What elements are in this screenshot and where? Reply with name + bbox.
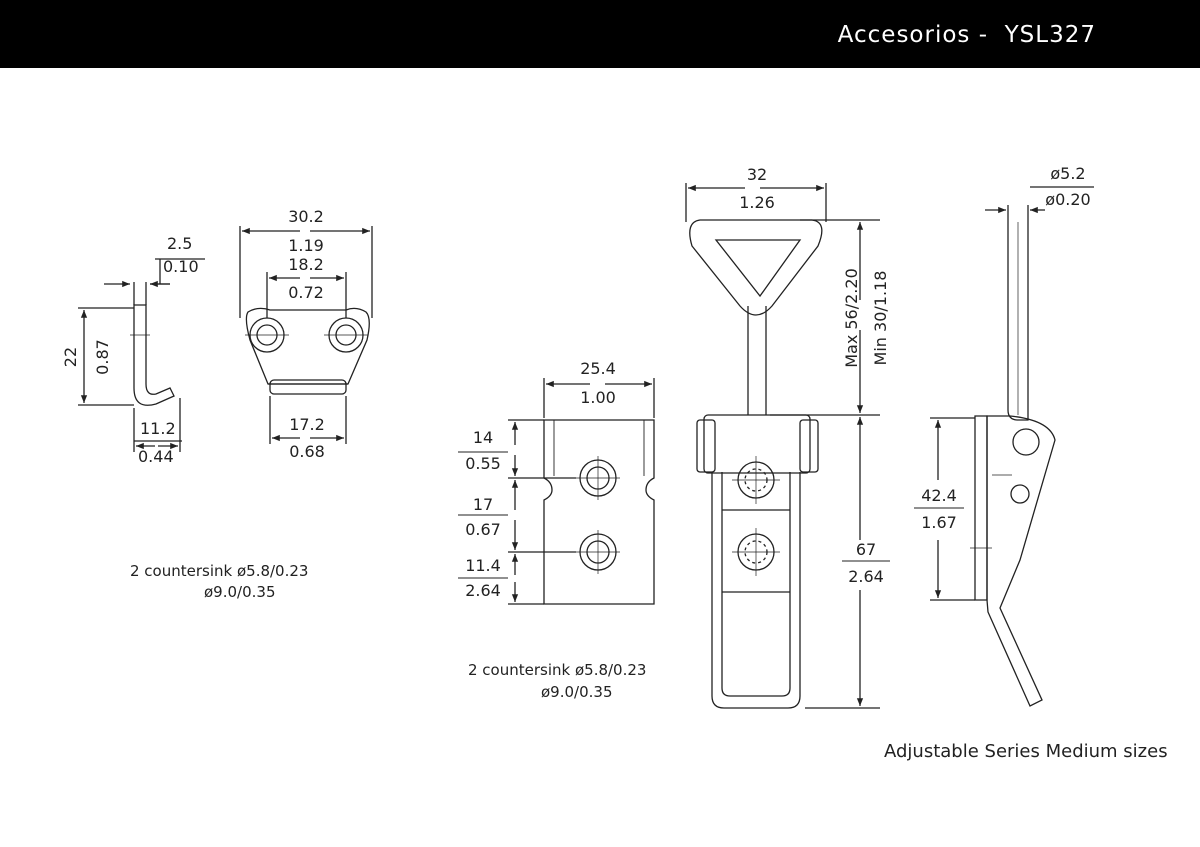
hook-dimensions: 2.5 0.10 22 0.87 11.2 0.44 (61, 234, 199, 466)
catch-plate-dimensions: 30.2 1.19 18.2 0.72 17.2 0.68 2 counters… (130, 207, 325, 601)
side-height-mm: 42.4 (921, 486, 957, 505)
base-width-in: 1.00 (580, 388, 616, 407)
page-title: Accesorios - YSL327 (837, 22, 1096, 48)
base-plate-outline (544, 420, 654, 604)
latch-body-in: 2.64 (848, 567, 884, 586)
latch-front-dimensions: 32 1.26 Max 56/2.20 Min 30/1.18 67 2.64 (739, 165, 890, 586)
hook-height-mm: 22 (61, 347, 80, 367)
catch-hole-spacing-mm: 18.2 (288, 255, 324, 274)
base-plate-dimensions: 25.4 1.00 14 0.55 17 0.67 11.4 2.64 2 co… (465, 359, 646, 701)
base-d3-mm: 11.4 (465, 556, 501, 575)
latch-rod (1008, 222, 1028, 420)
hook-depth-mm: 11.2 (140, 419, 176, 438)
rod-diameter-in: ø0.20 (1045, 190, 1090, 209)
latch-body-mm: 67 (856, 540, 876, 559)
latch-loop (690, 220, 822, 315)
catch-hole-spacing-in: 0.72 (288, 283, 324, 302)
series-caption: Adjustable Series Medium sizes (884, 741, 1168, 762)
base-plate-view (458, 378, 654, 604)
catch-plate-outline (246, 308, 369, 384)
base-d2-mm: 17 (473, 495, 493, 514)
catch-countersink-note-2: ø9.0/0.35 (204, 583, 275, 601)
latch-front-view (686, 183, 890, 708)
base-d1-mm: 14 (473, 428, 493, 447)
base-d2-in: 0.67 (465, 520, 501, 539)
hook-view (78, 259, 205, 452)
latch-min-label: Min 30/1.18 (871, 271, 890, 366)
hook-thickness-in: 0.10 (163, 257, 199, 276)
hook-thickness-mm: 2.5 (167, 234, 192, 253)
latch-width-mm: 32 (747, 165, 767, 184)
header-bar: Accesorios - YSL327 (0, 0, 1200, 68)
latch-max-label: Max 56/2.20 (842, 268, 861, 368)
hook-height-in: 0.87 (93, 339, 112, 375)
base-width-mm: 25.4 (580, 359, 616, 378)
catch-bottom-mm: 17.2 (289, 415, 325, 434)
hook-outline (134, 305, 174, 405)
catch-bottom-in: 0.68 (289, 442, 325, 461)
side-height-in: 1.67 (921, 513, 957, 532)
hook-depth-in: 0.44 (138, 447, 174, 466)
latch-lever (987, 416, 1055, 706)
rod-diameter-mm: ø5.2 (1050, 164, 1085, 183)
base-countersink-note-2: ø9.0/0.35 (541, 683, 612, 701)
catch-width-mm: 30.2 (288, 207, 324, 226)
base-d3-in: 2.64 (465, 581, 501, 600)
latch-width-in: 1.26 (739, 193, 775, 212)
latch-side-dimensions: ø5.2 ø0.20 42.4 1.67 (921, 164, 1091, 532)
base-countersink-note: 2 countersink ø5.8/0.23 (468, 661, 646, 679)
base-d1-in: 0.55 (465, 454, 501, 473)
catch-plate-view (240, 226, 372, 444)
catch-countersink-note: 2 countersink ø5.8/0.23 (130, 562, 308, 580)
latch-side-view (914, 187, 1094, 706)
catch-width-in: 1.19 (288, 236, 324, 255)
